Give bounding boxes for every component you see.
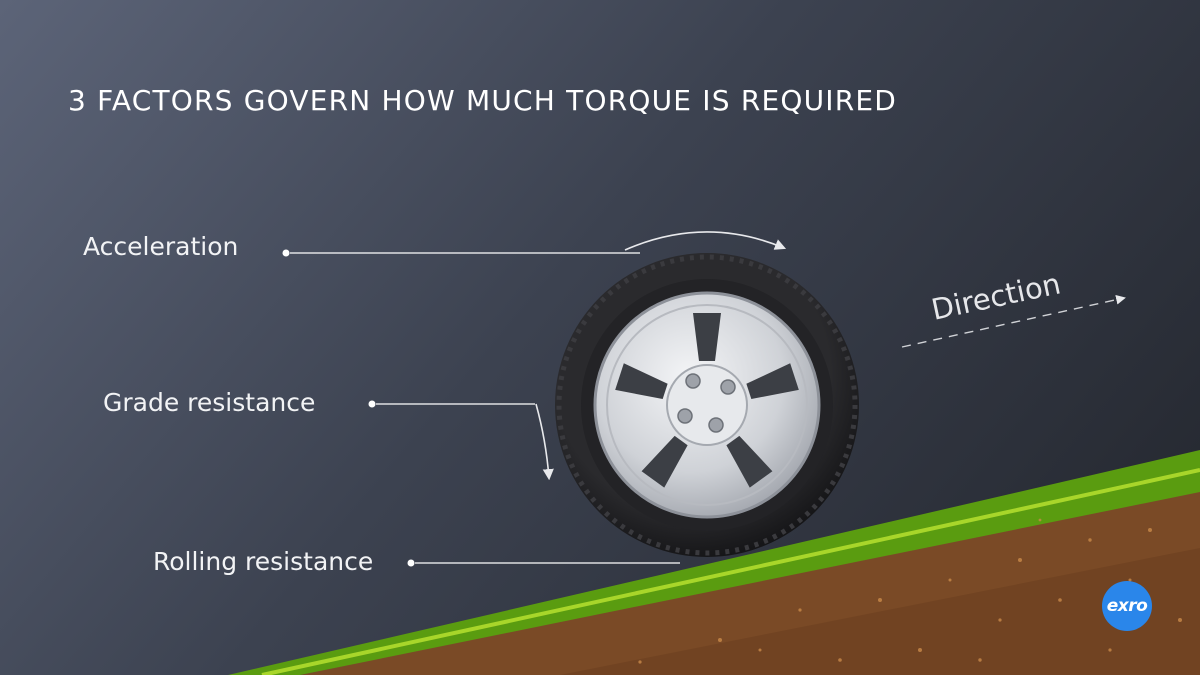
grade-pointer: [368, 400, 535, 408]
acceleration-pointer: [282, 249, 640, 257]
rolling-resistance-label: Rolling resistance: [153, 547, 374, 576]
soil-dark-band: [560, 548, 1200, 675]
logo-text: exro: [1106, 596, 1148, 616]
tire-icon: [555, 253, 859, 557]
rim-spoke-holes: [615, 313, 799, 488]
grade-resistance-label: Grade resistance: [103, 388, 316, 417]
exro-logo-icon: exro: [1102, 581, 1152, 631]
soil-speckles: [638, 518, 1182, 664]
rotation-arrow-left: [535, 403, 554, 481]
direction-arrow: [901, 294, 1126, 348]
lug-nuts: [677, 373, 736, 433]
acceleration-label: Acceleration: [83, 232, 239, 261]
direction-label: Direction: [928, 266, 1063, 326]
grass-highlight: [261, 468, 1200, 675]
ground-slope: [228, 450, 1200, 675]
rotation-arrow-top: [624, 231, 787, 251]
grass-layer: [228, 450, 1200, 675]
rolling-pointer: [407, 559, 680, 567]
page-title: 3 FACTORS GOVERN HOW MUCH TORQUE IS REQU…: [68, 84, 898, 117]
